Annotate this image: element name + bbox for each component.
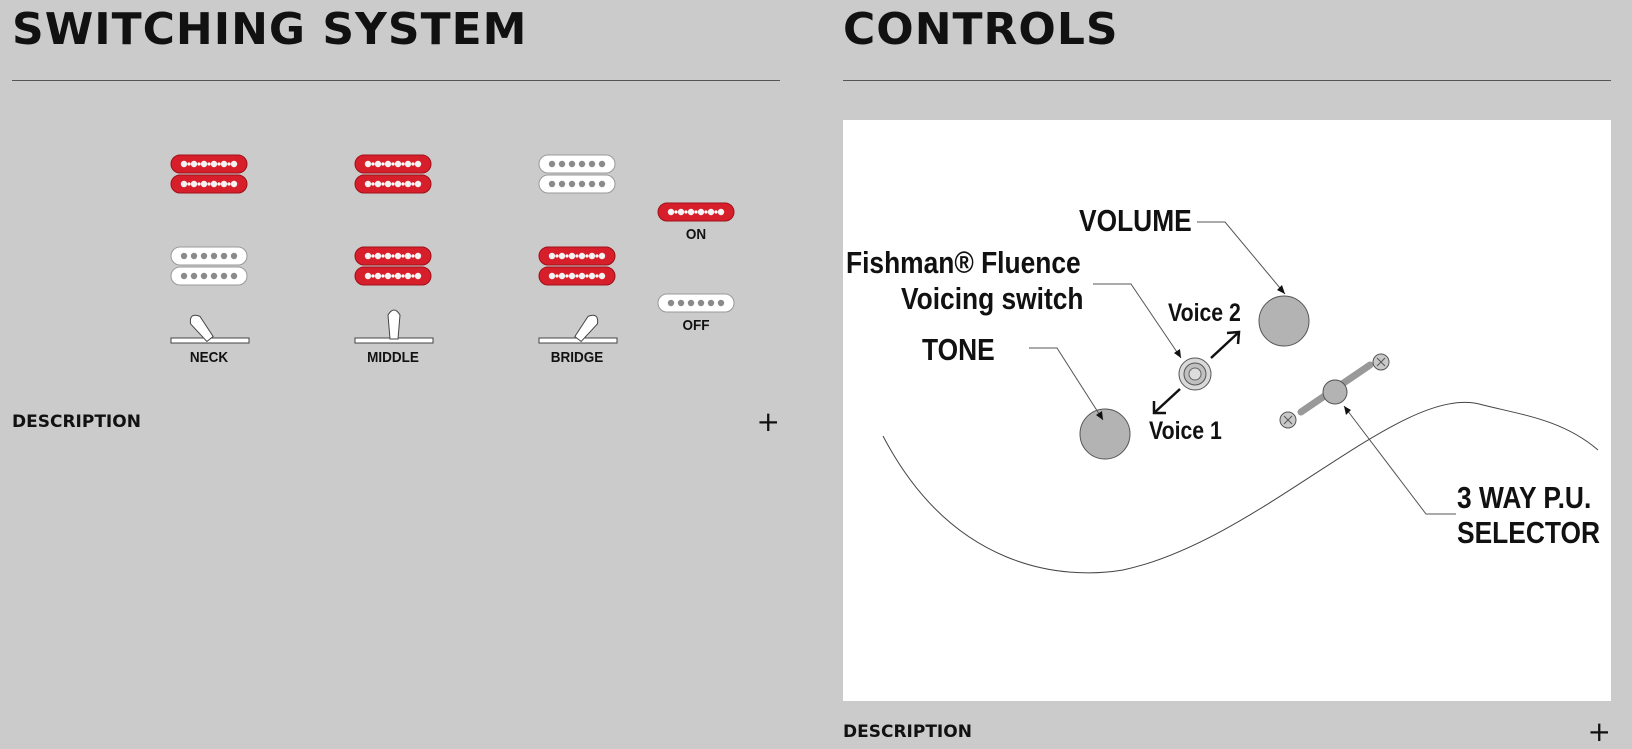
bridge-pickup-neck (170, 246, 248, 286)
controls-title: CONTROLS (843, 4, 1119, 55)
legend-on-label: ON (685, 226, 707, 243)
neck-pickup-neck (170, 154, 248, 194)
volume-knob (1258, 295, 1310, 347)
plus-icon[interactable]: + (1587, 715, 1611, 748)
toggle-switch-icon (538, 314, 618, 344)
controls-diagram-svg (882, 221, 1599, 574)
neck-pickup-bridge (538, 154, 616, 194)
description-label: DESCRIPTION (12, 412, 141, 432)
pickup-selector-switch (1279, 353, 1390, 429)
position-label-middle: MIDDLE (367, 349, 419, 366)
toggle-switch-icon (170, 314, 250, 344)
position-label-neck: NECK (189, 349, 229, 366)
controls-divider (843, 80, 1611, 81)
toggle-switch-icon (354, 309, 434, 344)
legend-off-coil (657, 293, 735, 313)
switching-description-toggle[interactable]: DESCRIPTION + (12, 408, 780, 436)
description-label: DESCRIPTION (843, 722, 972, 742)
fishman-label-line1: Fishman® Fluence (846, 245, 1081, 280)
neck-pickup-middle (354, 154, 432, 194)
legend-off-label: OFF (682, 317, 710, 334)
plus-icon[interactable]: + (756, 405, 780, 438)
fishman-label-line2: Voicing switch (901, 281, 1084, 316)
switching-system-title: SWITCHING SYSTEM (12, 4, 528, 55)
voice2-label: Voice 2 (1168, 299, 1241, 327)
volume-label: VOLUME (1079, 203, 1192, 238)
legend-on-coil (657, 202, 735, 222)
selector-label-line2: SELECTOR (1457, 515, 1600, 550)
tone-label: TONE (922, 332, 995, 367)
voicing-switch (1178, 357, 1212, 391)
bridge-pickup-bridge (538, 246, 616, 286)
bridge-pickup-middle (354, 246, 432, 286)
tone-knob (1079, 408, 1131, 460)
controls-diagram: VOLUME Fishman® Fluence Voicing switch T… (843, 120, 1611, 701)
selector-label-line1: 3 WAY P.U. (1457, 480, 1592, 515)
voice1-label: Voice 1 (1149, 417, 1222, 445)
controls-description-toggle[interactable]: DESCRIPTION + (843, 718, 1611, 746)
switching-divider (12, 80, 780, 81)
guitar-body-outline (882, 402, 1599, 574)
position-label-bridge: BRIDGE (550, 349, 604, 366)
